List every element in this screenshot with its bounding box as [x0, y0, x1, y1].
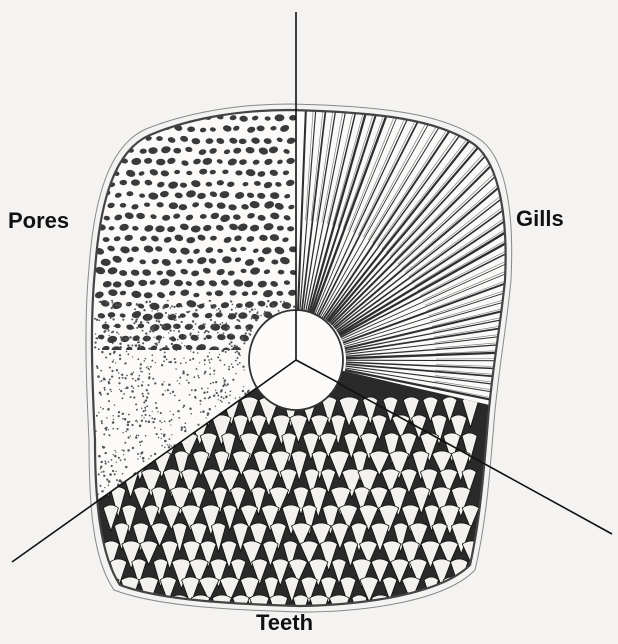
gills-label: Gills: [516, 206, 564, 232]
pores-label: Pores: [8, 208, 69, 234]
teeth-label: Teeth: [256, 610, 313, 636]
